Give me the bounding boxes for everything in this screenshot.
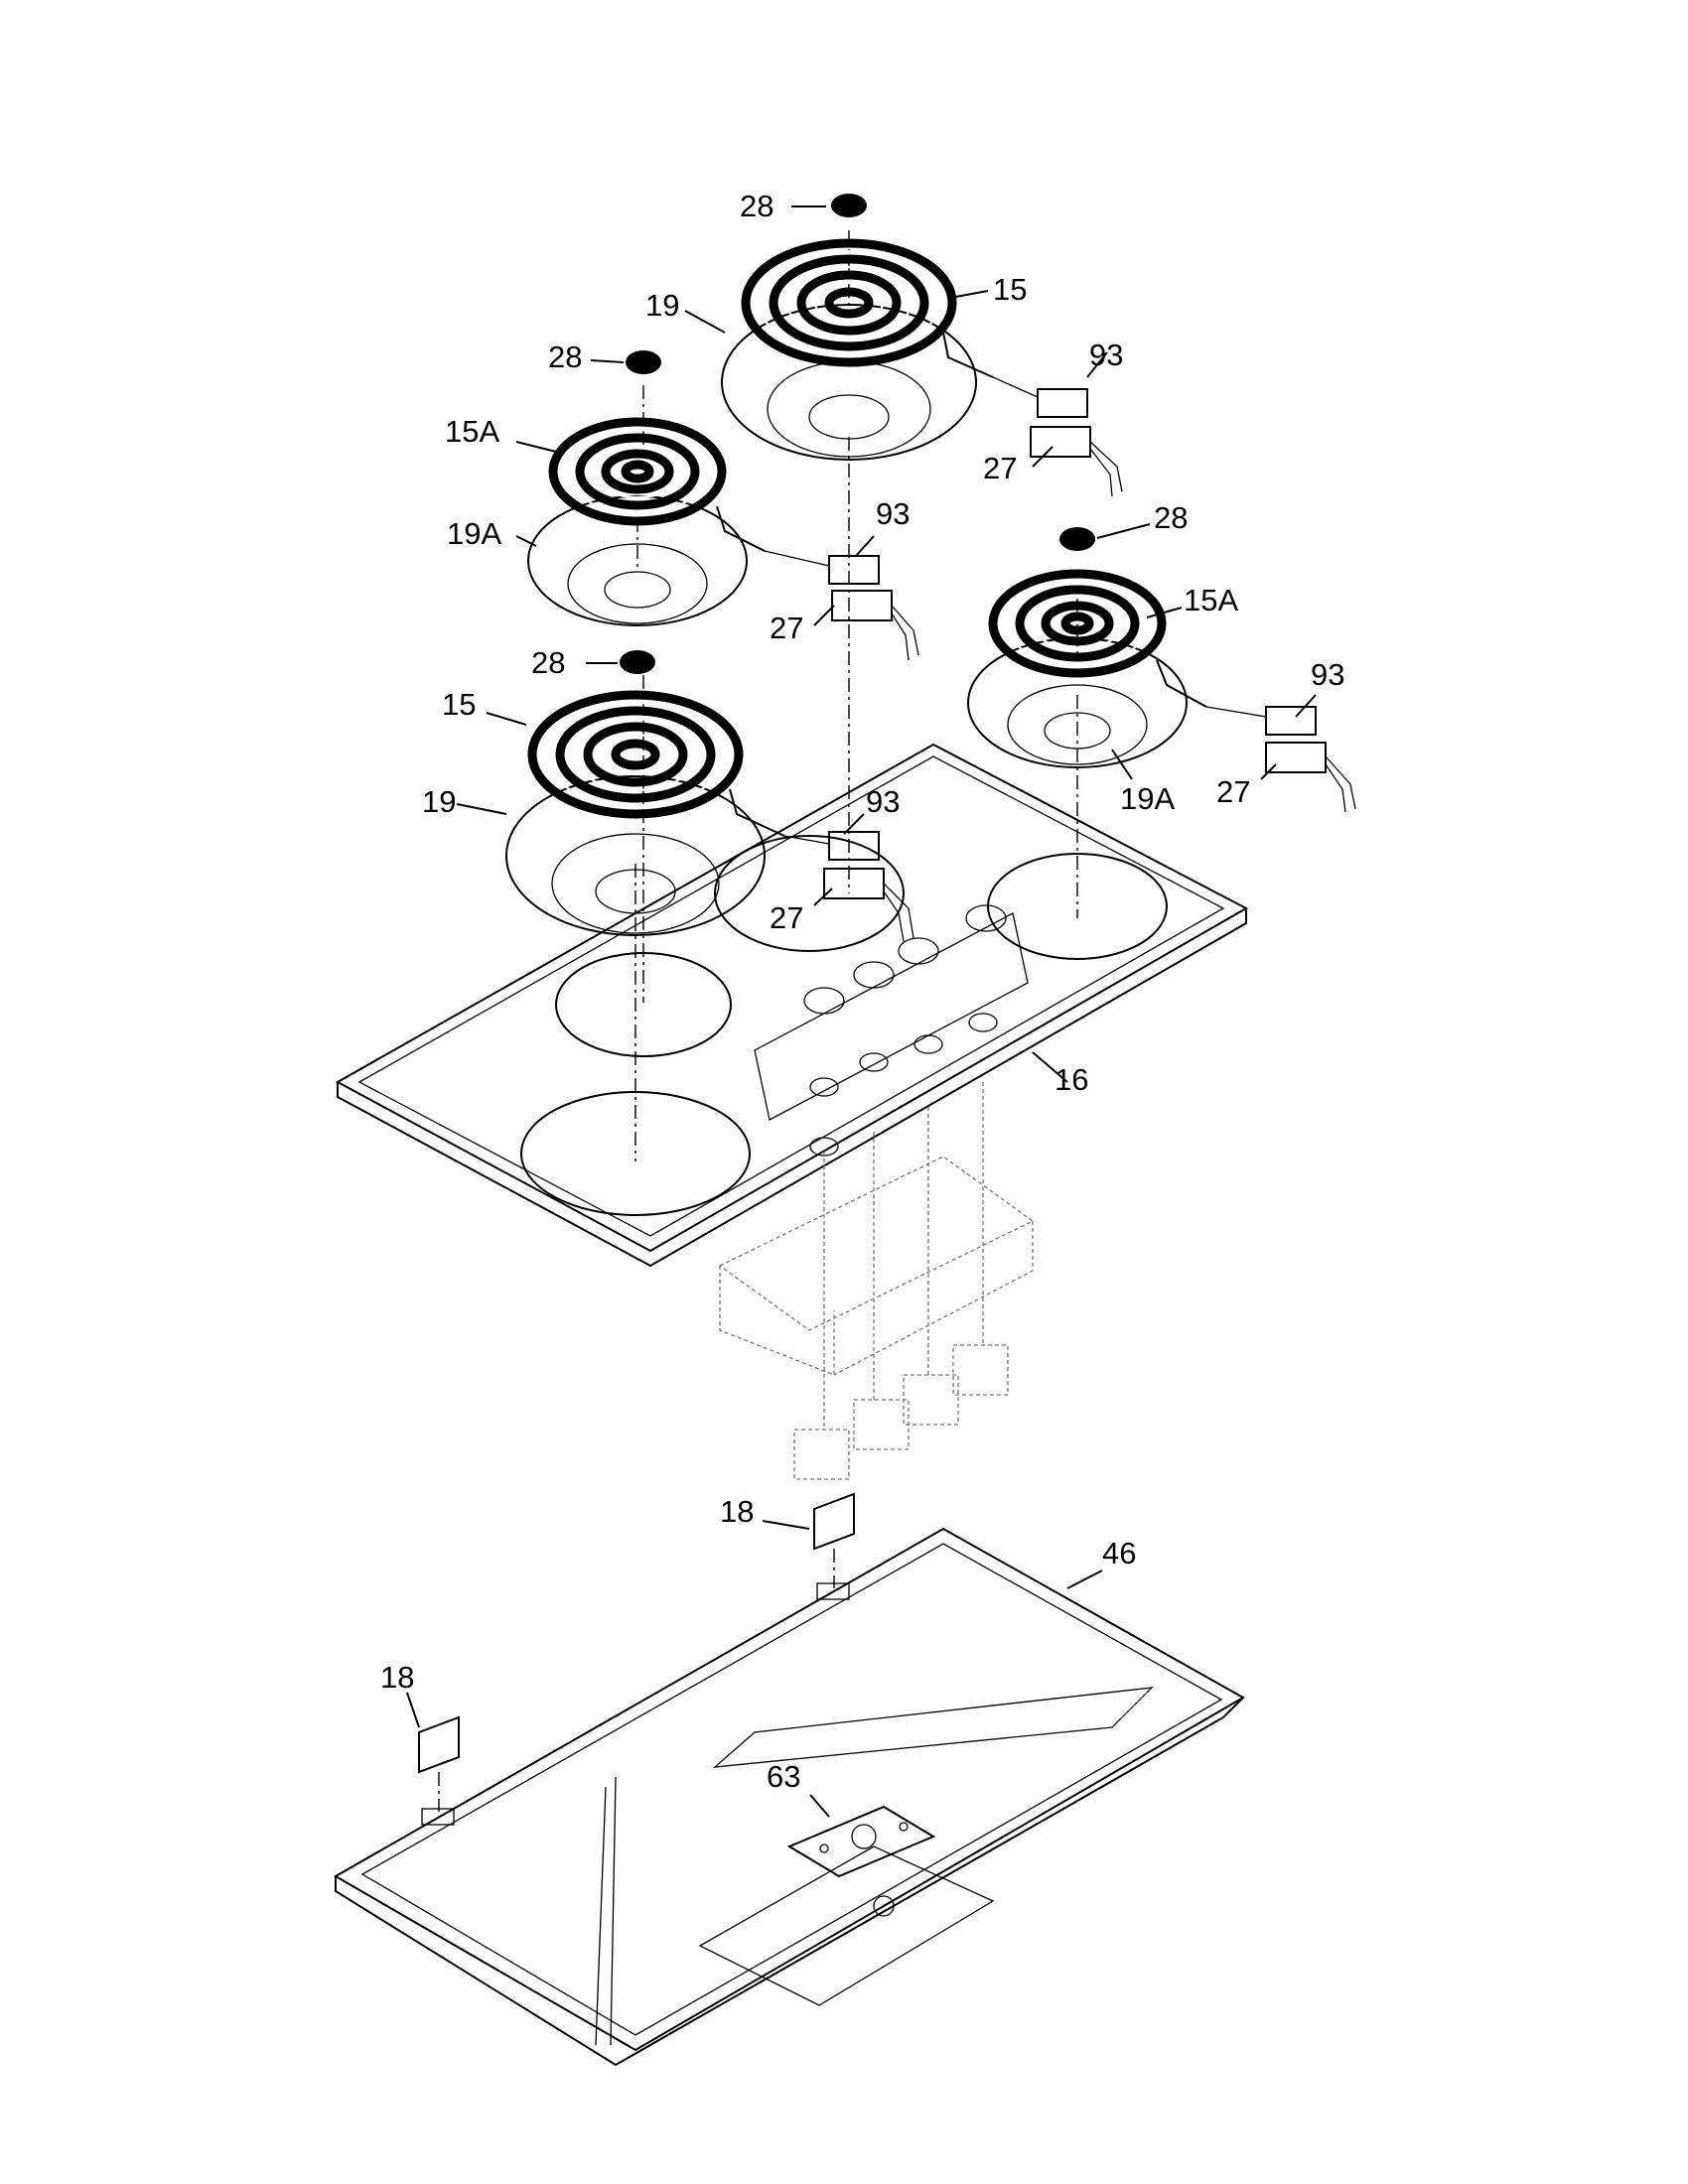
callout-element-right: 15A bbox=[1184, 583, 1238, 617]
heating-element-left-rear bbox=[548, 417, 766, 552]
surface-element-cap-left-front bbox=[620, 650, 655, 674]
callout-cap-left-rear: 28 bbox=[548, 340, 582, 374]
callout-element-left-front: 15 bbox=[442, 687, 476, 722]
callout-block-left-front: 27 bbox=[770, 900, 803, 935]
terminal-block-left-front bbox=[823, 868, 914, 942]
burner-assembly-rear-center bbox=[721, 238, 1123, 497]
callout-receptacle-rear-center: 93 bbox=[1089, 338, 1123, 372]
receptacle-right bbox=[1205, 706, 1317, 736]
drip-pan-left-rear bbox=[527, 495, 748, 626]
callout-pan-right: 19A bbox=[1120, 781, 1175, 816]
burner-assembly-left-front bbox=[505, 690, 914, 942]
receptacle-left-rear bbox=[764, 550, 880, 585]
heating-element-left-front bbox=[527, 690, 785, 837]
receptacle-rear-center bbox=[992, 376, 1088, 418]
hinge-front bbox=[418, 1715, 460, 1826]
callout-cooktop-top: 16 bbox=[1055, 1062, 1088, 1097]
callout-pan-left-rear: 19A bbox=[447, 516, 501, 551]
surface-element-cap-right bbox=[1059, 527, 1095, 551]
drip-pan-left-front bbox=[505, 775, 766, 936]
callout-hinge-front: 18 bbox=[380, 1660, 414, 1695]
callout-receptacle-left-rear: 93 bbox=[876, 496, 910, 531]
callout-cap-top: 28 bbox=[740, 189, 774, 223]
infinite-switch-housing-ghost bbox=[718, 1082, 1035, 1480]
callout-pan-rear-center: 19 bbox=[645, 288, 679, 323]
terminal-block-rear-center bbox=[1030, 426, 1123, 497]
alignment-center-lines bbox=[634, 230, 1078, 1161]
cooktop-main-top bbox=[335, 743, 1249, 1268]
terminal-block-left-rear bbox=[831, 590, 919, 661]
bracket bbox=[786, 1805, 936, 1878]
callout-receptacle-right: 93 bbox=[1311, 657, 1344, 692]
heating-element-right bbox=[988, 569, 1207, 708]
heating-element-rear-center bbox=[741, 238, 994, 378]
callout-cap-right: 28 bbox=[1154, 500, 1188, 535]
surface-element-cap-top bbox=[831, 194, 867, 217]
terminal-block-right bbox=[1265, 742, 1356, 813]
callout-block-left-rear: 27 bbox=[770, 611, 803, 645]
burner-assembly-right bbox=[967, 569, 1356, 813]
burner-box bbox=[333, 1527, 1246, 2067]
callout-receptacle-left-front: 93 bbox=[866, 784, 900, 819]
callout-burner-box: 46 bbox=[1102, 1536, 1136, 1570]
callout-pan-left-front: 19 bbox=[422, 784, 456, 819]
hinge-rear bbox=[813, 1492, 855, 1600]
callout-leader-lines bbox=[406, 205, 1317, 1818]
callout-labels: 28 15 19 28 93 27 15A 19A 93 27 28 15A 9… bbox=[380, 189, 1344, 1794]
callout-hinge-rear: 18 bbox=[720, 1494, 754, 1529]
callout-element-left-rear: 15A bbox=[445, 414, 499, 449]
callout-bracket: 63 bbox=[767, 1759, 800, 1794]
callout-block-rear-center: 27 bbox=[983, 451, 1017, 485]
callout-element-rear-center: 15 bbox=[993, 272, 1027, 307]
callout-block-right: 27 bbox=[1216, 774, 1250, 809]
callout-cap-left-front: 28 bbox=[531, 645, 565, 680]
receptacle-left-front bbox=[783, 831, 880, 861]
burner-assembly-left-rear bbox=[527, 417, 919, 661]
control-knob-holes bbox=[803, 904, 1007, 1157]
surface-element-cap-left-rear bbox=[626, 350, 661, 374]
